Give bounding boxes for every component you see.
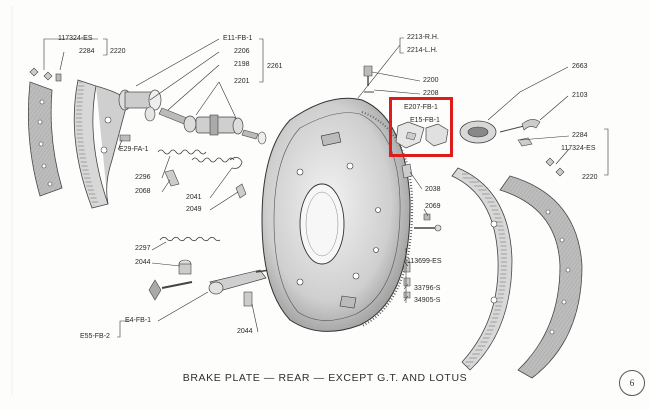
part-label: 2069 — [425, 203, 441, 210]
left-brake-lining — [27, 81, 63, 197]
part-label: 2044 — [135, 259, 151, 266]
brake-backing-plate — [261, 97, 414, 332]
part-label: 2261 — [267, 63, 283, 70]
part-label: 2198 — [234, 61, 250, 68]
part-label: 2200 — [423, 77, 439, 84]
part-label: 2208 — [423, 90, 439, 97]
part-label: 33796-S — [414, 285, 441, 292]
highlight-box — [389, 97, 453, 157]
part-label: 117324-ES — [561, 145, 596, 152]
adjuster-bolt-parts — [401, 163, 442, 299]
part-label: 2220 — [582, 174, 598, 181]
part-label: 2068 — [135, 188, 151, 195]
part-label: 2038 — [425, 186, 441, 193]
part-label: E29-FA-1 — [119, 146, 149, 153]
part-label: 34905-S — [414, 297, 441, 304]
part-label: E11-FB-1 — [223, 35, 253, 42]
left-shoe-clips — [29, 67, 62, 82]
left-brake-shoe — [73, 79, 129, 209]
right-shoe-clips — [545, 157, 565, 177]
part-label: E55-FB-2 — [80, 333, 110, 340]
part-label: 2284 — [572, 132, 588, 139]
part-label: 2206 — [234, 48, 250, 55]
page-number-badge: 6 — [619, 370, 645, 396]
right-brake-lining — [499, 175, 583, 379]
part-label: 2049 — [186, 206, 202, 213]
part-label: 2213-R.H. — [407, 34, 439, 41]
adjuster-hardware — [119, 134, 247, 301]
wheel-cylinder-parts — [118, 89, 267, 145]
part-label: 2044 — [237, 328, 253, 335]
bleeder-screw — [363, 65, 374, 93]
part-label: 2663 — [572, 63, 588, 70]
part-label: 2041 — [186, 194, 202, 201]
part-label: 2201 — [234, 78, 250, 85]
handbrake-lever — [208, 269, 271, 307]
part-label: 2103 — [572, 92, 588, 99]
part-label: 113699-ES — [407, 258, 442, 265]
part-label: 2220 — [110, 48, 126, 55]
part-label: 117324-ES — [58, 35, 93, 42]
part-label: E15-FB-1 — [410, 117, 440, 124]
diagram-caption: BRAKE PLATE — REAR — EXCEPT G.T. AND LOT… — [182, 372, 468, 384]
leader-lines — [43, 37, 609, 338]
part-label: E4-FB-1 — [125, 317, 152, 324]
part-label: 2297 — [135, 245, 151, 252]
right-brake-shoe — [451, 167, 513, 371]
part-label: 2214-L.H. — [407, 47, 438, 54]
return-springs — [157, 149, 235, 242]
part-label: E207-FB-1 — [404, 104, 438, 111]
part-label: 2296 — [135, 174, 151, 181]
part-label: 2284 — [79, 48, 95, 55]
